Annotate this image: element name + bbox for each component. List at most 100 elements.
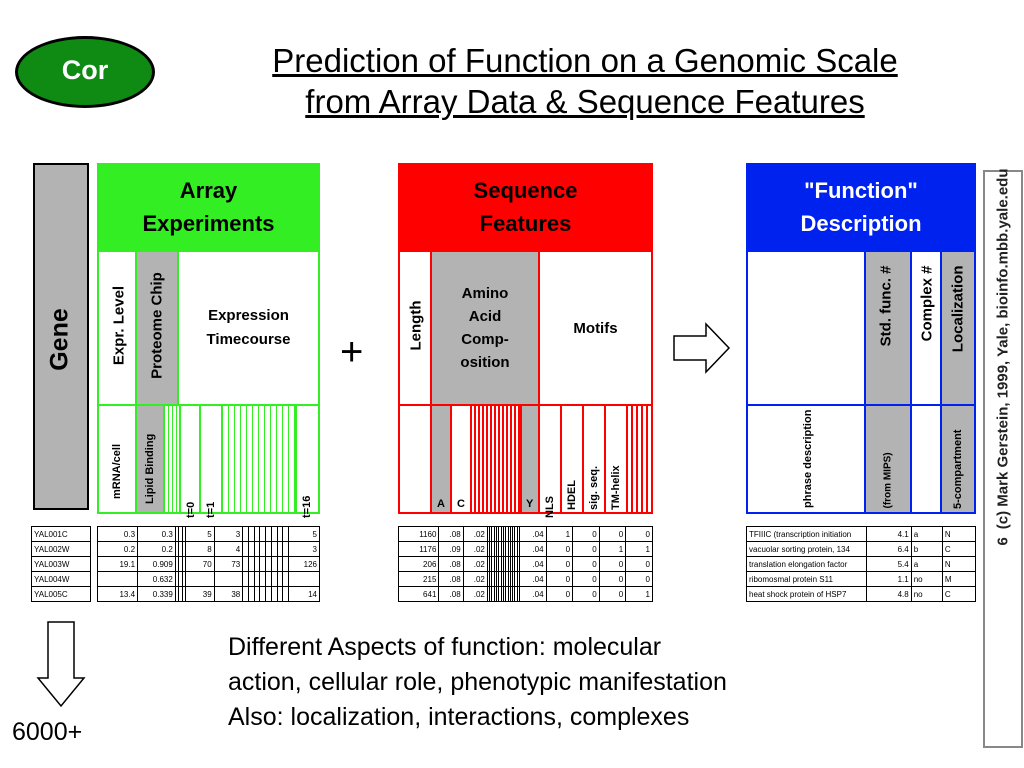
table-cell: 0 [545,541,574,557]
c-label: C [457,498,465,510]
credit-box: 6(c) Mark Gerstein, 1999, Yale, bioinfo.… [983,169,1023,748]
function-header-text: "Function" Description [800,178,922,236]
table-cell: 1 [598,541,627,557]
table-cell: 0 [572,526,600,542]
table-cell: 0 [625,571,653,587]
table-cell: 0 [598,586,627,602]
table-cell: 38 [213,586,244,602]
table-cell [185,571,215,587]
table-cell [516,586,521,602]
table-row: YAL001C [31,526,91,542]
seq-col-motifs: Motifs [540,252,651,404]
lipid-binding-label: Lipid Binding [144,433,156,504]
table-cell: YAL002W [31,541,91,557]
table-cell: .02 [462,556,488,572]
array-sub-fill2 [223,406,295,512]
table-cell: 215 [397,571,440,587]
seq-col-amino: Amino Acid Comp- osition [432,252,540,404]
std-func-label: Std. func. # [877,265,895,347]
description: Different Aspects of function: molecular… [228,630,928,735]
function-header: "Function" Description [746,163,976,251]
func-sub-mips: (from MIPS) [866,406,912,512]
table-cell: .08 [438,571,464,587]
seq-sub-tm: TM-helix [606,406,628,512]
sig-seq-label: sig. seq. [588,465,600,510]
array-header: Array Experiments [97,163,320,251]
seq-sub-fill [472,406,520,512]
seq-sub-y: Y [520,406,540,512]
table-cell: 0.632 [137,571,176,587]
array-sub-fill1 [165,406,179,512]
description-line-1: Different Aspects of function: molecular [228,633,662,661]
seq-sub-fill2 [628,406,651,512]
table-cell: 3 [213,526,244,542]
table-cell: 641 [397,586,440,602]
table-row: YAL004W [31,571,91,587]
table-cell: 8 [185,541,215,557]
array-divider [99,404,318,406]
table-cell: vacuolar sorting protein, 134 [746,541,867,557]
core-badge-label: Cor [61,55,109,85]
table-cell: 0.3 [137,526,176,542]
seq-sub-a: A [432,406,452,512]
func-sub-complex [912,406,942,512]
array-sub-t16: t=16 [295,406,318,518]
slide-number: 6 [994,537,1012,546]
seq-sub-sig: sig. seq. [584,406,606,512]
sequence-columns: Length Amino Acid Comp- osition Motifs A… [398,250,653,518]
table-cell: .02 [462,586,488,602]
localization-label: Localization [949,265,967,353]
table-cell: 19.1 [96,556,139,572]
array-col-expr: Expr. Level [99,252,137,404]
title-line-2: from Array Data & Sequence Features [305,83,865,120]
tm-helix-label: TM-helix [610,465,622,510]
table-cell: YAL004W [31,571,91,587]
table-row: YAL002W [31,541,91,557]
seq-sub-c: C [452,406,472,512]
table-cell: 0.909 [137,556,176,572]
table-cell: 4.1 [865,526,912,542]
table-cell: translation elongation factor [746,556,867,572]
table-cell [96,571,139,587]
core-badge: Cor [15,36,155,108]
plus-sign: + [340,330,364,374]
table-cell [213,571,244,587]
gene-label: Gene [45,308,74,371]
table-cell: 0 [598,556,627,572]
table-cell: .04 [519,586,547,602]
description-line-3: Also: localization, interactions, comple… [228,703,690,731]
phrase-description-label: phrase description [802,409,814,508]
func-col-complex: Complex # [912,252,942,404]
timecourse-label: Expression Timecourse [206,307,291,348]
table-cell: 5 [288,526,320,542]
table-cell: 0 [598,526,627,542]
table-cell: YAL001C [31,526,91,542]
table-cell: M [941,571,977,587]
function-columns: Std. func. # Complex # Localization phra… [746,250,976,514]
table-cell: .04 [519,556,547,572]
motifs-label: Motifs [573,319,618,337]
t1-label: t=1 [205,501,217,518]
sequence-header: Sequence Features [398,163,653,251]
array-col-timecourse: Expression Timecourse [179,252,318,404]
right-arrow-icon [673,322,731,374]
table-cell: 0 [625,526,653,542]
func-col-blank [748,252,866,404]
table-cell: 39 [185,586,215,602]
table-cell [181,586,187,602]
proteome-chip-label: Proteome Chip [148,272,166,379]
